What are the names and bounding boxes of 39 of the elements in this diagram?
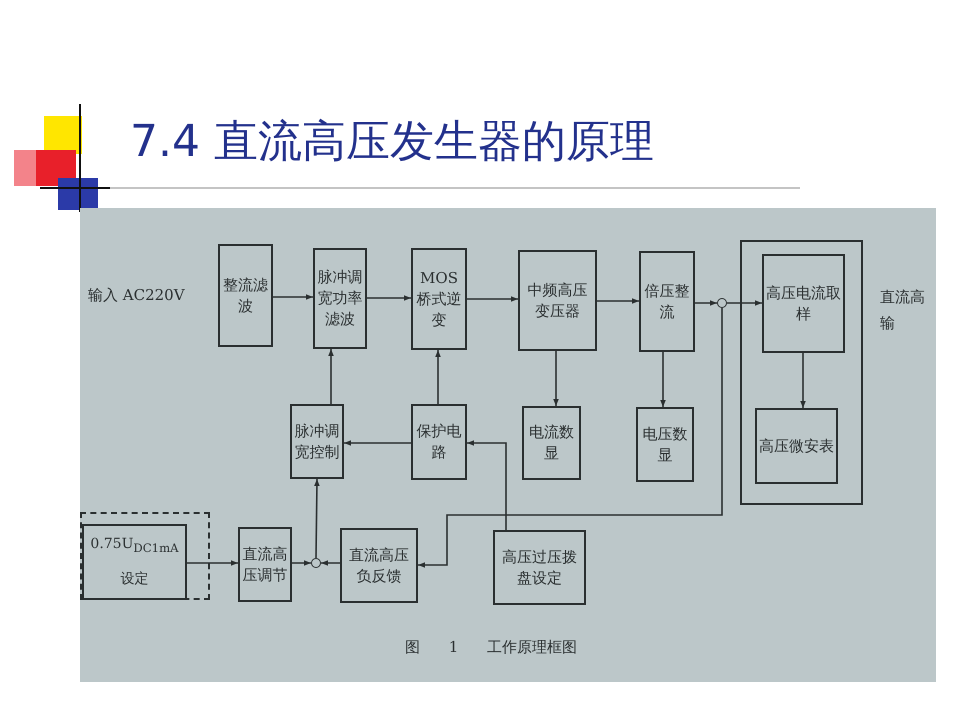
block-box: 倍压整流 (639, 251, 695, 352)
arrow (597, 298, 639, 304)
block-box: 电流数显 (522, 406, 581, 480)
arrow (727, 300, 762, 306)
arrow (314, 478, 320, 558)
block-box: 整流滤波 (218, 244, 273, 347)
arrow (187, 560, 238, 566)
arrow (695, 300, 717, 306)
block-box: 电压数显 (636, 407, 694, 482)
arrow (344, 440, 411, 446)
text-label: 直流高输 (880, 287, 926, 334)
arrow (660, 352, 666, 407)
block-box: 脉冲调宽功率滤波 (313, 248, 367, 349)
text-label: 输入 AC220V (88, 286, 185, 305)
block-box: 高压电流取样 (762, 254, 845, 353)
arrow (418, 308, 723, 568)
dashed-frame (80, 512, 210, 600)
figure-caption: 图 1 工作原理框图 (405, 638, 578, 657)
arrow (328, 349, 334, 404)
block-box: 中频高压变压器 (518, 250, 597, 351)
arrow (321, 560, 340, 566)
block-box: 直流高压负反馈 (340, 528, 418, 603)
arrow (435, 350, 441, 404)
block-box: 直流高压调节 (238, 527, 292, 602)
arrow (273, 294, 313, 300)
block-box: 保护电路 (411, 404, 467, 480)
block-box: 0.75U$_{DC1mA}$ 设定 (82, 524, 187, 600)
block-box: MOS桥式逆变 (411, 248, 467, 350)
frame-box (740, 240, 863, 505)
arrow (467, 440, 507, 530)
arrow (292, 560, 311, 566)
block-box: 高压过压拨盘设定 (493, 530, 586, 605)
slide-title: 7.4 直流高压发生器的原理 (130, 115, 654, 169)
arrow (800, 353, 806, 408)
arrow (467, 296, 518, 302)
arrow (367, 295, 411, 301)
arrow (553, 351, 559, 406)
block-box: 高压微安表 (755, 408, 838, 484)
block-box: 脉冲调宽控制 (290, 404, 344, 479)
